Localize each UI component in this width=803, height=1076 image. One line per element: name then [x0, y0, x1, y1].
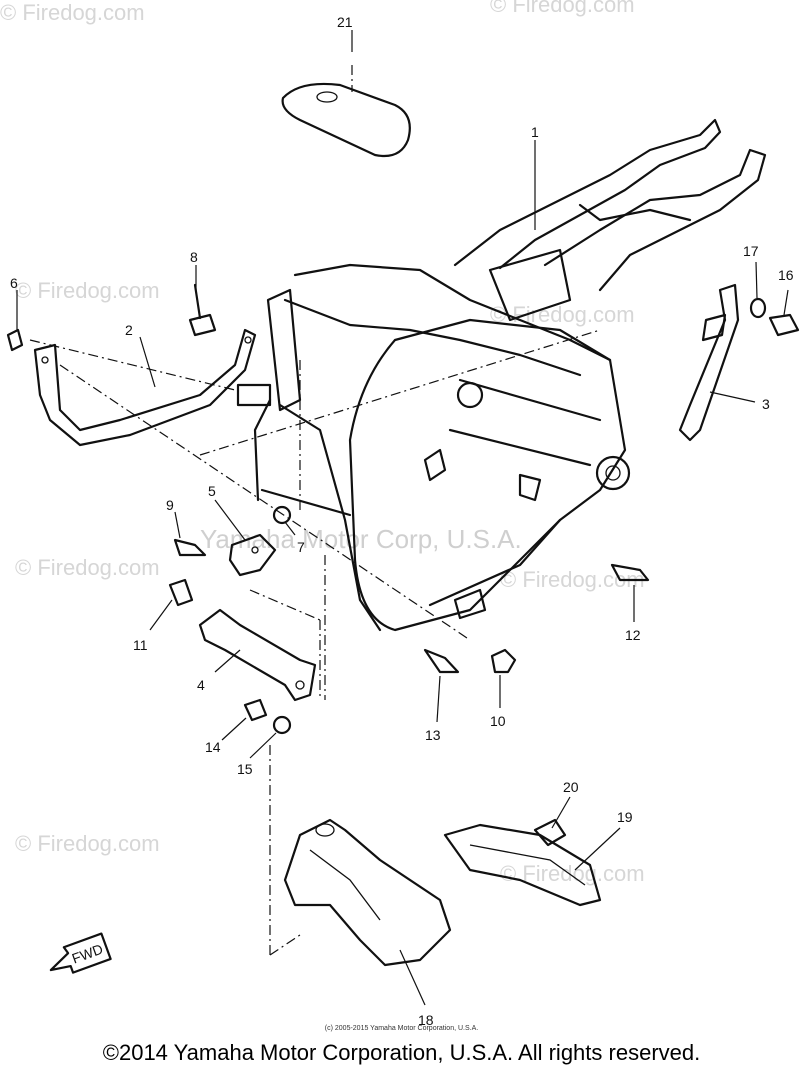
- label-18: 18: [418, 1012, 434, 1028]
- part-3-rear-strut: [678, 283, 740, 442]
- copyright-notice: ©2014 Yamaha Motor Corporation, U.S.A. A…: [102, 1040, 701, 1065]
- watermark-layer: © Firedog.com © Firedog.com © Firedog.co…: [0, 0, 645, 886]
- label-1: 1: [531, 124, 539, 140]
- leader-lines: [16, 30, 789, 1006]
- label-21: 21: [337, 14, 353, 30]
- fwd-arrow: FWD: [49, 932, 112, 974]
- construction-lines: [29, 65, 601, 956]
- label-20: 20: [563, 779, 579, 795]
- part-4-bracket-arm: [198, 608, 317, 702]
- watermark-firedog: © Firedog.com: [15, 278, 160, 303]
- label-8: 8: [190, 249, 198, 265]
- watermark-firedog: © Firedog.com: [490, 302, 635, 327]
- label-13: 13: [425, 727, 441, 743]
- label-7: 7: [297, 539, 305, 555]
- part-19-side-plate: [443, 823, 602, 907]
- label-5: 5: [208, 483, 216, 499]
- watermark-firedog: © Firedog.com: [15, 555, 160, 580]
- watermark-firedog: © Firedog.com: [15, 831, 160, 856]
- watermark-firedog: © Firedog.com: [490, 0, 635, 17]
- label-9: 9: [166, 497, 174, 513]
- label-10: 10: [490, 713, 506, 729]
- label-19: 19: [617, 809, 633, 825]
- label-17: 17: [743, 243, 759, 259]
- part-5-plate: [228, 533, 277, 577]
- label-11: 11: [133, 637, 148, 653]
- label-2: 2: [125, 322, 133, 338]
- part-21-pad: [281, 82, 411, 158]
- hardware-bolts: [6, 283, 800, 847]
- watermark-firedog: © Firedog.com: [0, 0, 145, 25]
- part-18-lower-cover: [283, 818, 452, 967]
- part-2-front-rail: [33, 328, 257, 447]
- label-3: 3: [762, 396, 770, 412]
- label-6: 6: [10, 275, 18, 291]
- label-15: 15: [237, 761, 253, 777]
- small-credit: (c) 2005-2015 Yamaha Motor Corporation, …: [324, 1025, 479, 1032]
- label-14: 14: [205, 739, 221, 755]
- label-4: 4: [197, 677, 205, 693]
- watermark-yamaha: Yamaha Motor Corp, U.S.A.: [200, 524, 522, 554]
- label-12: 12: [625, 627, 641, 643]
- part-labels: 21 1 2 3 4 5 6 7 8 9 10 11 12 13 14 15 1…: [10, 14, 794, 1028]
- watermark-firedog: © Firedog.com: [500, 861, 645, 886]
- label-16: 16: [778, 267, 794, 283]
- part-1-main-frame: [236, 118, 767, 632]
